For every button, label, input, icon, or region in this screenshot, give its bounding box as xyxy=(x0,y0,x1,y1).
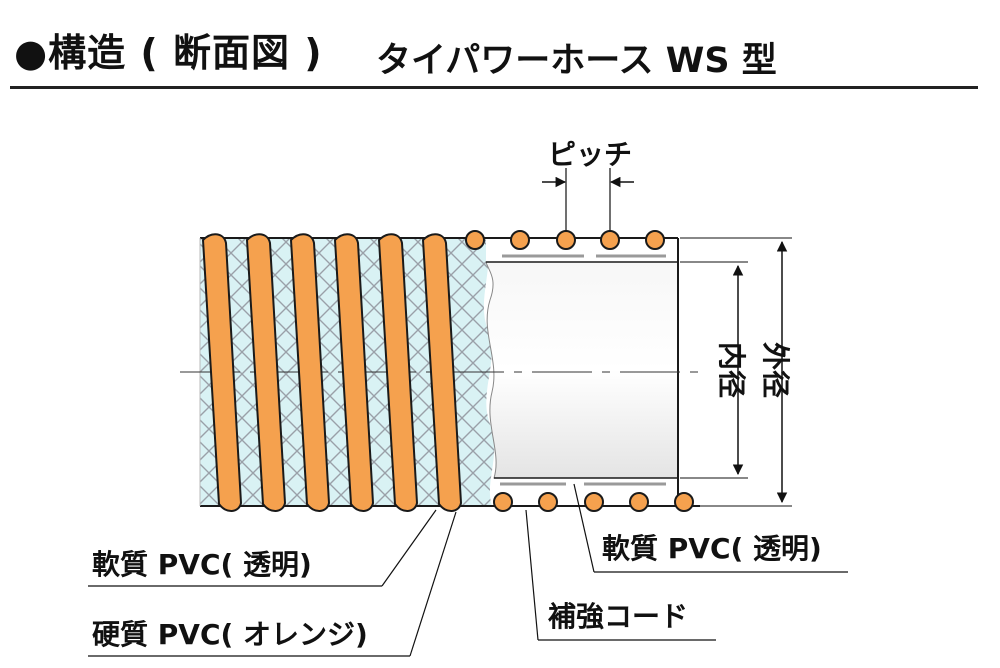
callout-hard-pvc: 硬質 PVC( オレンジ) xyxy=(92,618,368,651)
outer-diameter-label: 外径 xyxy=(759,342,792,398)
spiral-bead xyxy=(538,492,558,512)
spiral-bead xyxy=(493,492,513,512)
pitch-label: ピッチ xyxy=(548,138,632,171)
spiral-bead xyxy=(629,492,649,512)
spiral-bead xyxy=(465,230,485,250)
spiral-strip-3 xyxy=(289,233,331,512)
inner-diameter-label: 内径 xyxy=(715,342,748,398)
spiral-strip-5 xyxy=(377,233,419,512)
spiral-bead xyxy=(510,230,530,250)
page-title: ●構造 ( 断面図 ) xyxy=(14,31,323,75)
spiral-beads-top xyxy=(465,230,665,250)
callout-reinforcing-cord: 補強コード xyxy=(547,600,688,633)
spiral-bead xyxy=(645,230,665,250)
spiral-strip-4 xyxy=(333,233,375,512)
leader-soft-pvc-right xyxy=(573,483,595,573)
callout-soft-pvc-left: 軟質 PVC( 透明) xyxy=(92,548,312,581)
product-name: タイパワーホース WS 型 xyxy=(376,41,777,81)
spiral-bead xyxy=(600,230,620,250)
hose-bore xyxy=(485,261,679,479)
leader-reinforcing-cord xyxy=(525,509,539,641)
spiral-strip-1 xyxy=(201,233,243,512)
leader-hard-pvc xyxy=(409,511,457,657)
spiral-bead xyxy=(674,492,694,512)
spiral-bead xyxy=(584,492,604,512)
callout-soft-pvc-right: 軟質 PVC( 透明) xyxy=(602,532,822,565)
spiral-beads-bottom xyxy=(493,492,694,512)
leader-soft-pvc-left xyxy=(381,509,437,587)
hard-pvc-spiral xyxy=(201,233,463,512)
spiral-bead xyxy=(556,230,576,250)
spiral-strip-6 xyxy=(421,233,463,512)
spiral-strip-2 xyxy=(245,233,287,512)
title-divider xyxy=(10,86,978,89)
header: ●構造 ( 断面図 ) タイパワーホース WS 型 xyxy=(0,0,1000,92)
